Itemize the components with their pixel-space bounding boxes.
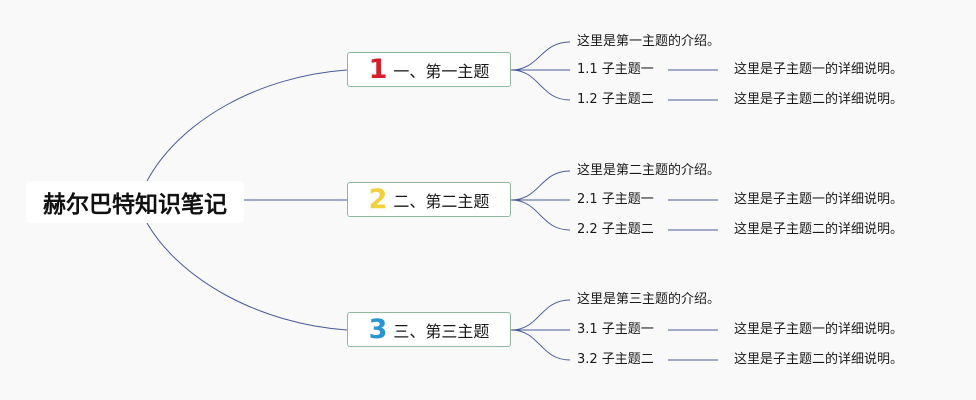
subtopic-node-1-2[interactable]: 1.2 子主题二 — [577, 92, 654, 107]
root-label: 赫尔巴特知识笔记 — [43, 192, 227, 218]
connector-topic-2-sub-2 — [510, 199, 571, 231]
topic-2-intro-node[interactable]: 这里是第二主题的介绍。 — [577, 163, 721, 178]
topic-label-3: 三、第三主题 — [393, 321, 490, 341]
topic-node-1[interactable]: 1 一、第一主题 — [347, 52, 511, 87]
connector-topic-2-intro — [510, 170, 571, 201]
subtopic-node-3-1[interactable]: 3.1 子主题一 — [577, 322, 654, 337]
topic-label-1: 一、第一主题 — [393, 61, 490, 81]
subtopic-node-2-2[interactable]: 2.2 子主题二 — [577, 222, 654, 237]
subtopic-node-2-1[interactable]: 2.1 子主题一 — [577, 192, 654, 207]
topic-number-3: 3 — [368, 314, 388, 345]
connector-root-topic-3 — [146, 222, 348, 331]
topic-number-1: 1 — [368, 54, 388, 85]
topic-number-2: 2 — [368, 184, 388, 215]
root-node[interactable]: 赫尔巴特知识笔记 — [26, 181, 244, 223]
detail-node-2-1[interactable]: 这里是子主题一的详细说明。 — [734, 192, 904, 207]
detail-node-2-2[interactable]: 这里是子主题二的详细说明。 — [734, 222, 904, 237]
detail-node-1-2[interactable]: 这里是子主题二的详细说明。 — [734, 92, 904, 107]
detail-node-3-2[interactable]: 这里是子主题二的详细说明。 — [734, 352, 904, 367]
topic-1-intro-node[interactable]: 这里是第一主题的介绍。 — [577, 34, 721, 49]
detail-node-1-1[interactable]: 这里是子主题一的详细说明。 — [734, 62, 904, 77]
connector-root-topic-1 — [146, 69, 348, 182]
connector-topic-1-sub-2 — [510, 69, 571, 101]
topic-label-2: 二、第二主题 — [393, 191, 490, 211]
topic-node-3[interactable]: 3 三、第三主题 — [347, 312, 511, 347]
topic-3-intro-node[interactable]: 这里是第三主题的介绍。 — [577, 292, 721, 307]
connector-topic-3-sub-2 — [510, 329, 571, 361]
connector-topic-3-intro — [510, 299, 571, 331]
topic-node-2[interactable]: 2 二、第二主题 — [347, 182, 511, 217]
subtopic-node-3-2[interactable]: 3.2 子主题二 — [577, 352, 654, 367]
connector-topic-1-intro — [510, 41, 571, 71]
subtopic-node-1-1[interactable]: 1.1 子主题一 — [577, 62, 654, 77]
detail-node-3-1[interactable]: 这里是子主题一的详细说明。 — [734, 322, 904, 337]
